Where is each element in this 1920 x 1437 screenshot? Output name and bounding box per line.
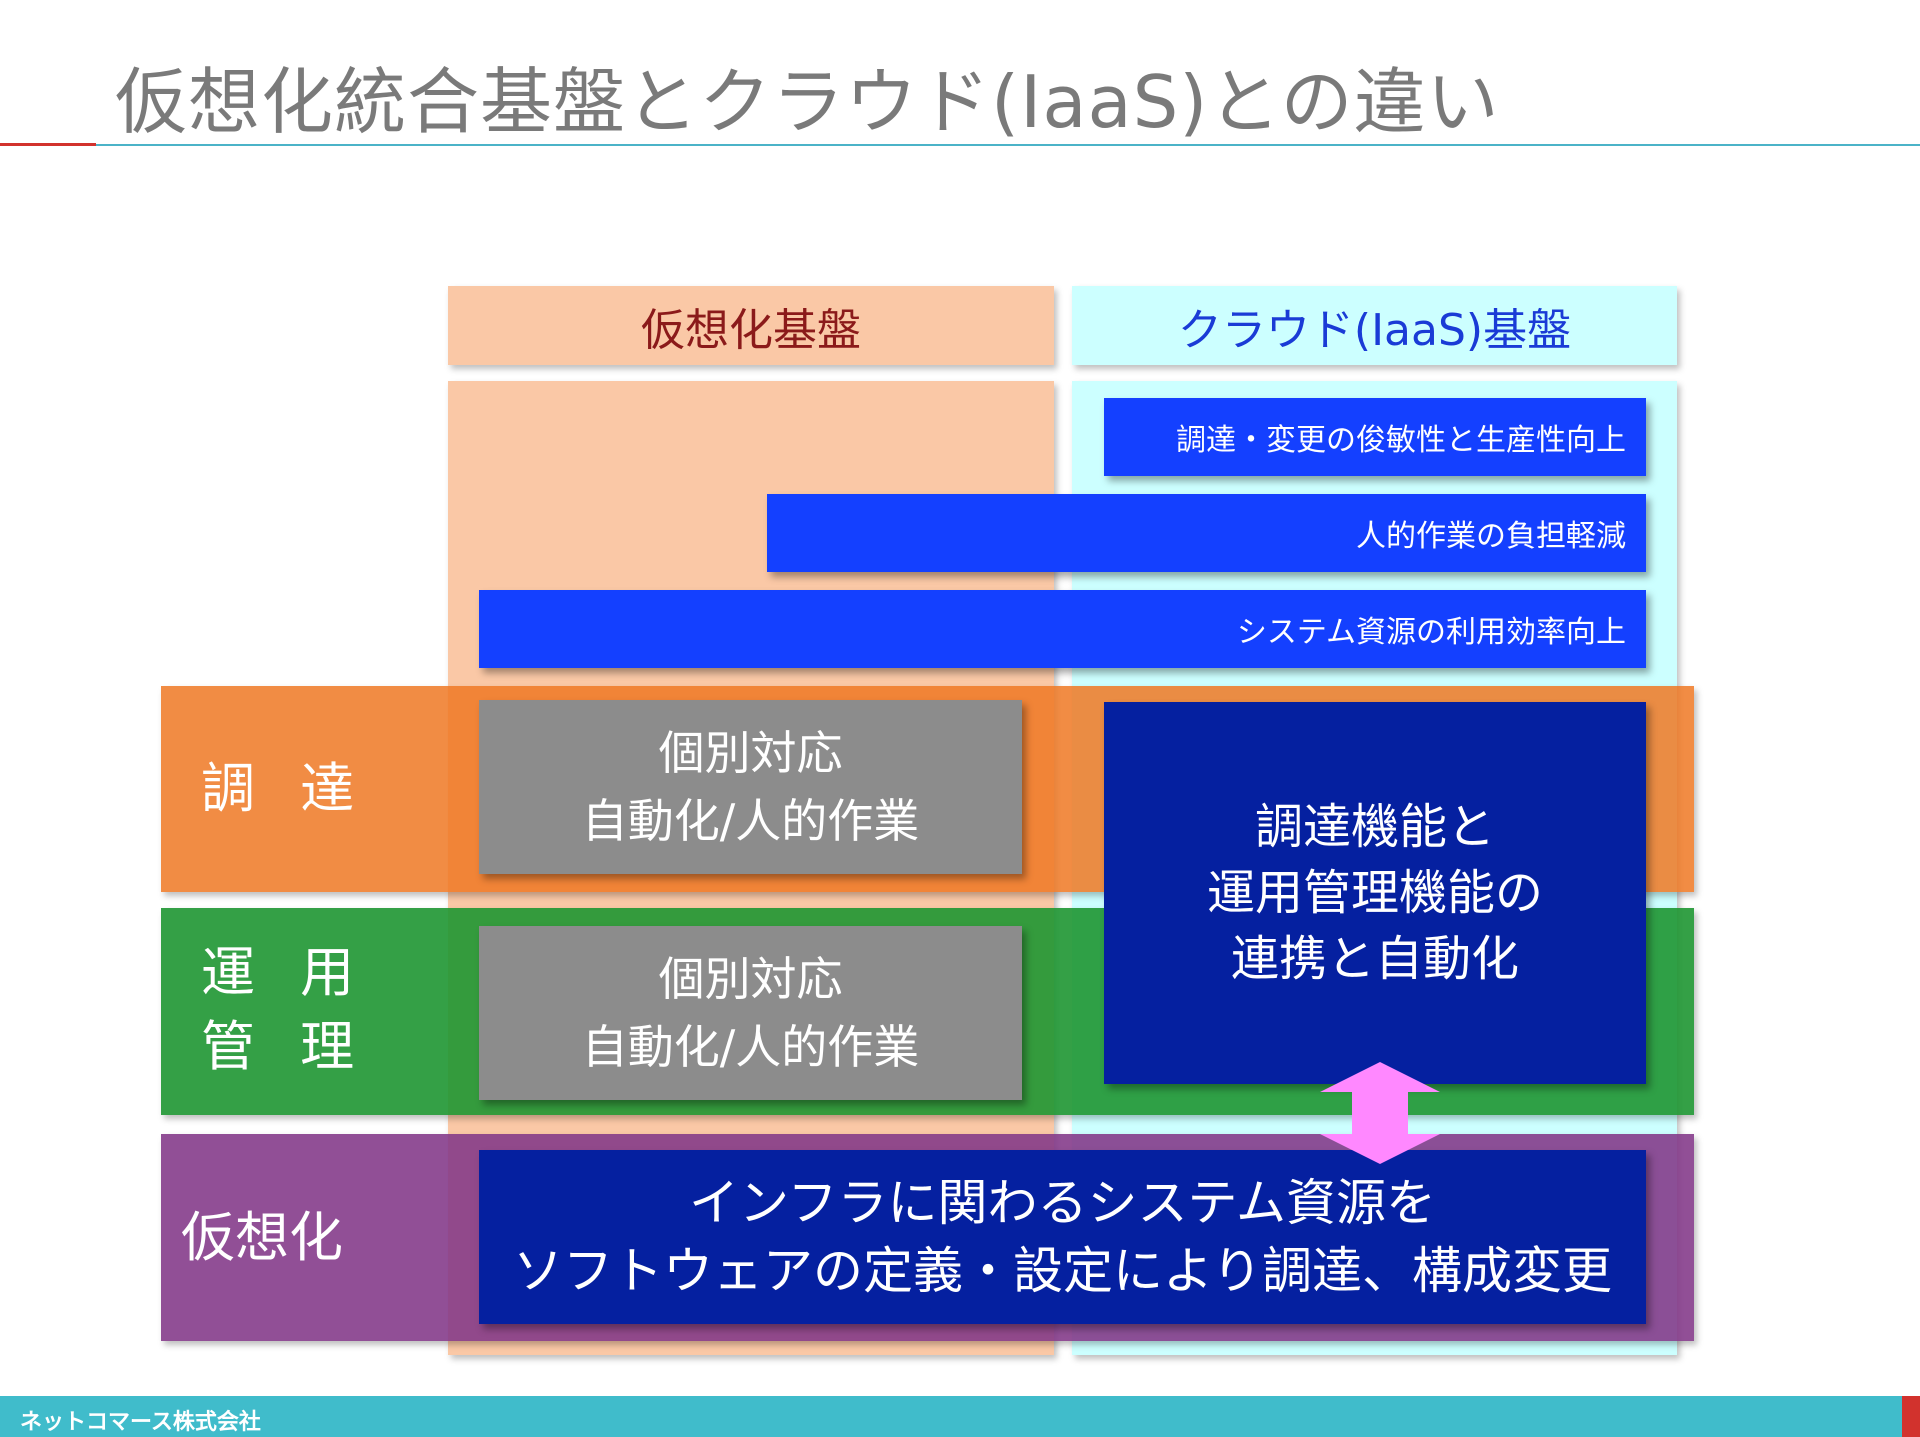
box-line: ソフトウェアの定義・設定により調達、構成変更 [513, 1242, 1612, 1300]
virtualization-definition-box: インフラに関わるシステム資源を ソフトウェアの定義・設定により調達、構成変更 [479, 1150, 1646, 1324]
box-line: 自動化/人的作業 [581, 794, 920, 848]
footer-accent [1902, 1396, 1920, 1437]
virtualization-column-label: 仮想化基盤 [641, 304, 861, 356]
procurement-individual-box: 個別対応 自動化/人的作業 [479, 700, 1022, 874]
benefit-bar-procurement-agility: 調達・変更の俊敏性と生産性向上 [1104, 398, 1646, 476]
box-line: 自動化/人的作業 [581, 1020, 920, 1074]
box-line: 連携と自動化 [1230, 931, 1519, 987]
box-line: 調達機能と [1254, 799, 1495, 855]
box-line: 個別対応 [658, 726, 843, 780]
title-rule-accent [0, 143, 96, 146]
footer-company: ネットコマース株式会社 [20, 1410, 261, 1435]
box-line: インフラに関わるシステム資源を [689, 1174, 1436, 1232]
virtualization-column-header: 仮想化基盤 [448, 286, 1054, 365]
box-line: 個別対応 [658, 952, 843, 1006]
operations-row-label-line2: 管 理 [201, 1015, 369, 1078]
cloud-column-label: クラウド(IaaS)基盤 [1177, 304, 1572, 356]
footer-bar [0, 1396, 1902, 1437]
benefit-bar-resource-efficiency: システム資源の利用効率向上 [479, 590, 1646, 668]
operations-row-label-line1: 運 用 [201, 941, 369, 1004]
title-rule [96, 144, 1920, 146]
double-arrow-icon [1320, 1062, 1440, 1164]
benefit-bar-label: 人的作業の負担軽減 [1356, 519, 1626, 554]
operations-individual-box: 個別対応 自動化/人的作業 [479, 926, 1022, 1100]
benefit-bar-label: 調達・変更の俊敏性と生産性向上 [1176, 423, 1626, 458]
benefit-bar-human-workload: 人的作業の負担軽減 [767, 494, 1646, 572]
cloud-integration-box: 調達機能と 運用管理機能の 連携と自動化 [1104, 702, 1646, 1084]
procurement-row-label: 調 達 [201, 757, 369, 820]
page-title: 仮想化統合基盤とクラウド(IaaS)との違い [115, 60, 1500, 144]
cloud-column-header: クラウド(IaaS)基盤 [1072, 286, 1677, 365]
box-line: 運用管理機能の [1206, 865, 1543, 921]
benefit-bar-label: システム資源の利用効率向上 [1236, 615, 1626, 650]
virtualization-row-label: 仮想化 [181, 1205, 343, 1269]
